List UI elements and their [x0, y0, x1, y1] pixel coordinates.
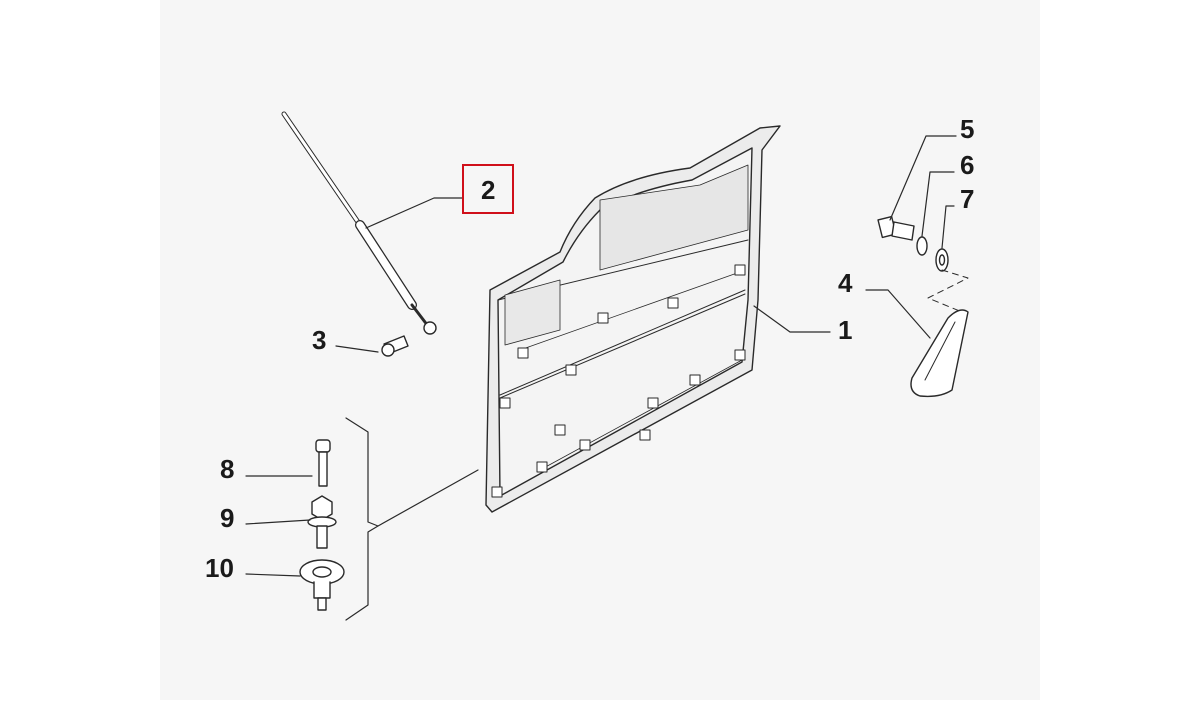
callout-6[interactable]: 6 — [960, 150, 975, 180]
callout-9[interactable]: 9 — [220, 503, 235, 533]
lock-washer-part — [916, 236, 928, 256]
highlight-box — [462, 164, 514, 214]
ball-stud-part — [381, 335, 409, 357]
callout-5[interactable]: 5 — [960, 114, 975, 144]
push-clip-part — [299, 559, 345, 611]
flat-washer-part — [935, 248, 949, 272]
callout-7[interactable]: 7 — [960, 184, 975, 214]
callout-8[interactable]: 8 — [220, 454, 235, 484]
callout-10[interactable]: 10 — [205, 553, 234, 583]
flange-bolt-part — [307, 495, 337, 549]
bracket-part — [910, 309, 969, 398]
callout-3[interactable]: 3 — [312, 325, 327, 355]
gas-strut-part — [281, 111, 437, 335]
callout-1[interactable]: 1 — [838, 315, 853, 345]
bolt-part — [315, 439, 331, 487]
callout-4[interactable]: 4 — [838, 268, 853, 298]
hex-bolt-part — [877, 215, 915, 241]
panel-part — [485, 125, 781, 513]
callout-2[interactable]: 2 — [481, 175, 496, 205]
